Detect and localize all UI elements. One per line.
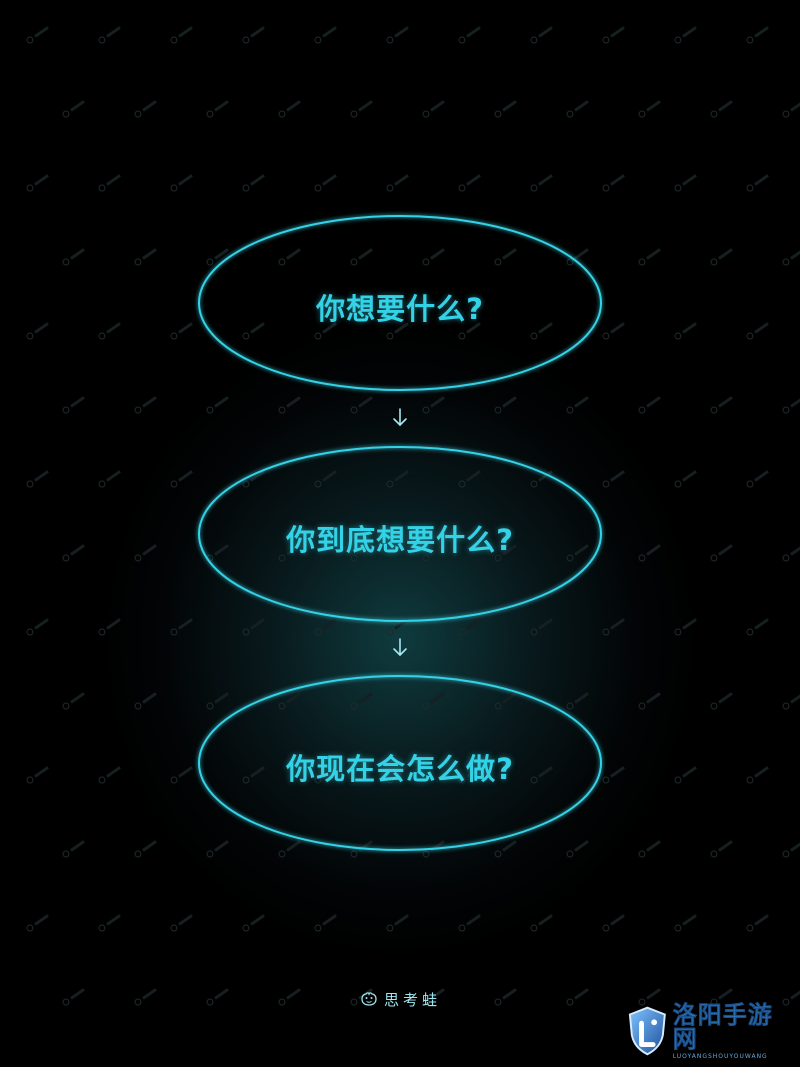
arrow-down-icon [393, 408, 407, 426]
question-text-3: 你现在会怎么做? [286, 752, 514, 786]
question-text-2: 你到底想要什么? [286, 523, 514, 557]
question-bubble-2 [198, 446, 602, 622]
shield-logo-icon [628, 1006, 666, 1056]
question-bubble-1 [198, 215, 602, 391]
corner-logo-name: 洛阳手游网 [672, 1000, 773, 1053]
brand-signature: 思考蛙 [360, 986, 441, 1012]
corner-logo[interactable]: 洛阳手游网 LUOYANGSHOUYOUWANG [626, 1001, 794, 1061]
arrow-down-icon [393, 638, 407, 656]
question-text-1: 你想要什么? [316, 292, 484, 326]
question-bubble-3 [198, 675, 602, 851]
corner-logo-subtitle: LUOYANGSHOUYOUWANG [672, 1052, 768, 1060]
frog-icon [361, 992, 377, 1006]
brand-name: 思考蛙 [384, 990, 442, 1009]
